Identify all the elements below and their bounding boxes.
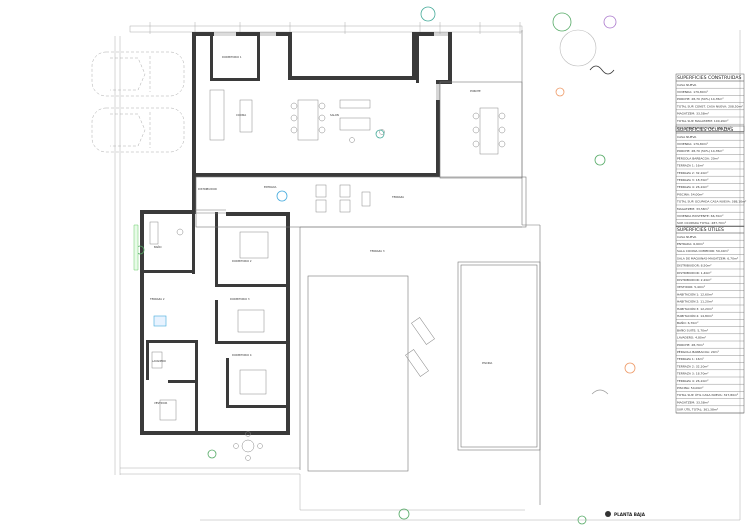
area-table-row: VIVIENDA EXISTENTE: 66,70m² (677, 214, 724, 218)
area-table-title: SUPERFICIES CONSTRUIDAS (677, 75, 741, 81)
parked-car-top (91, 51, 185, 97)
sofa-set (339, 99, 371, 143)
window-openings (195, 32, 448, 214)
area-table-row: TERRAZA 1: 16m² (676, 357, 705, 361)
patio-table (233, 431, 263, 461)
porch-chairs (315, 184, 371, 213)
area-table-row: SUP. CONSTRUIDA TOTAL: 308,70m² (677, 126, 732, 130)
room-label-bano: BAÑO (154, 244, 162, 249)
area-table-row: PORCHE: 28,70m² (677, 343, 705, 347)
area-table-row: TERRAZA 2: 32,10m² (676, 364, 709, 368)
area-table-row: SALA COCINA COMEDOR: 59,40m² (677, 249, 730, 253)
area-table-row: MAGATZEM: 33,58m² (677, 207, 710, 211)
room-label-dorm2: DORMITORIO 2 (232, 259, 252, 263)
room-label-cocina: COCINA (236, 113, 246, 117)
area-table-row: DISTRIBUIDOR: 8,50m² (677, 264, 712, 268)
area-table-1: SUPERFICIES CONSTRUIDAS CASA NUEVA VIVIEND… (675, 73, 745, 132)
area-table-row: TERRAZA 1: 16m² (676, 164, 705, 168)
room-labels: DORMITORIO 1 COCINA SALON PORCHE TERRAZA… (150, 55, 492, 405)
area-table-row: HABITACIÓN 1: 12,60m² (677, 291, 714, 296)
area-table-row: SUP. OCUPADA TOTAL: 487,70m² (677, 221, 727, 225)
area-table-row: PORCHE: 28,70 (50%) 14,35m² (677, 97, 724, 101)
area-table-row: HABITACIÓN 4: 14,80m² (677, 313, 714, 318)
area-table-row: TERRAZA 2: 32,10m² (676, 171, 709, 175)
area-table-row: TERRAZA 3: 18,70m² (676, 372, 709, 376)
area-table-row: TERRAZA 4: 26,10m² (676, 379, 709, 383)
room-label-dorm: DORMITORIO 1 (222, 55, 242, 59)
area-table-row: PORCHE: 28,70 (50%) 14,35m² (677, 149, 724, 153)
room-label-dorm4: DORMITORIO 4 (232, 353, 252, 357)
room-label-dorm3: DORMITORIO 3 (230, 297, 250, 301)
parked-car-bottom (91, 107, 185, 153)
area-table-row: CASA NUEVA (677, 135, 697, 139)
area-table-row: MAGATZEM: 33,58m² (677, 112, 710, 116)
area-table-2: SUPERFICIES OCUPADAS CASA NUEVA VIVIENDA: … (675, 125, 747, 227)
beds (159, 231, 269, 421)
exterior-walls (140, 32, 452, 435)
area-table-row: LAVADERO: 4,80m² (677, 336, 707, 340)
plant-symbols (133, 6, 636, 525)
room-label-distribuidor: DISTRIBUIDOR (198, 187, 217, 191)
area-table-row: TERRAZA 4: 26,10m² (676, 185, 709, 189)
bathroom-fixtures (149, 221, 184, 369)
plan-title-block: PLANTA BAJA (605, 511, 646, 517)
room-label-lavadero: LAVADERO (152, 359, 166, 363)
sun-loungers (405, 317, 435, 377)
area-tables: SUPERFICIES CONSTRUIDAS CASA NUEVA VIVIEND… (675, 73, 747, 414)
area-table-row: TOTAL SUP. CONST. CASA NUEVA: 208,50m² (676, 104, 744, 108)
area-table-row: HABITACIÓN 2: 11,20m² (677, 299, 714, 304)
area-table-row: SUP. ÚTIL TOTAL: 361,38m² (677, 407, 719, 412)
area-table-row: ENTRADA: 6,60m² (677, 242, 705, 246)
area-table-frame (675, 73, 745, 132)
area-table-row: TOTAL SUP. OCUPADA CASA NUEVA: 388,10m² (676, 200, 747, 204)
area-table-row: CASA NUEVA (677, 235, 697, 239)
area-table-row: TERRAZA 3: 18,70m² (676, 178, 709, 182)
area-table-row: TOTAL SUP. MAGATZEM: 100,20m² (676, 119, 729, 123)
covered-porch (195, 81, 527, 470)
pool-area (307, 261, 541, 472)
area-table-row: VIVIENDA: 179,80m² (677, 142, 709, 146)
site-boundary (114, 25, 741, 521)
area-table-row: HABITACIÓN 3: 12,20m² (677, 306, 714, 311)
area-table-row: BAÑO: 6,70m² (677, 320, 699, 325)
area-table-3: SUPERFICIES ÚTILES CASA NUEVA ENTRADA: 6,6… (675, 225, 745, 414)
room-label-entrada: ENTRADA (264, 185, 277, 189)
area-table-row: BAÑO SUITE: 5,70m² (677, 327, 709, 332)
outdoor-dining-set (472, 107, 506, 155)
area-table-row: PISCINA: 54,00m² (677, 192, 704, 196)
area-table-frame (675, 225, 745, 414)
area-table-title: SUPERFICIES OCUPADAS (677, 127, 733, 133)
area-table-title: SUPERFICIES ÚTILES (677, 226, 724, 233)
room-label-vestidor: VESTIDOR (154, 401, 167, 405)
area-table-row: PÉRGOLA BARBACOA: 20m² (677, 155, 720, 160)
room-label-terraza2: TERRAZA 2 (150, 297, 165, 301)
dining-table (290, 99, 326, 141)
plan-title: PLANTA BAJA (614, 512, 646, 517)
area-table-row: DISTRIBUIDOR: 2,20m² (677, 278, 712, 282)
area-table-row: PÉRGOLA BARBACOA: 20m² (677, 349, 720, 354)
area-table-row: MAGATZEM: 33,58m² (677, 400, 710, 404)
area-table-row: VIVIENDA: 179,80m² (677, 90, 709, 94)
room-label-piscina: PISCINA (482, 361, 492, 365)
room-label-porche: PORCHE (470, 89, 481, 93)
room-label-salon: SALON (330, 113, 339, 117)
room-label-terraza: TERRAZA (392, 195, 404, 199)
area-table-row: DISTRIBUIDOR: 1,40m² (677, 271, 712, 275)
room-label-terraza3: TERRAZA 3 (370, 249, 385, 253)
area-table-row: SALA DE MÁQUINAS-MAGATZEM: 6,70m² (677, 255, 739, 260)
area-table-row: CASA NUEVA (677, 83, 697, 87)
kitchen-island (209, 89, 385, 141)
area-table-row: VESTIDOR: 5,40m² (677, 285, 706, 289)
area-table-row: PISCINA: 54,00m² (677, 386, 704, 390)
area-table-row: TOTAL SUP. ÚTIL CASA NUEVA: 327,80m² (676, 392, 739, 397)
area-table-frame (675, 125, 745, 227)
